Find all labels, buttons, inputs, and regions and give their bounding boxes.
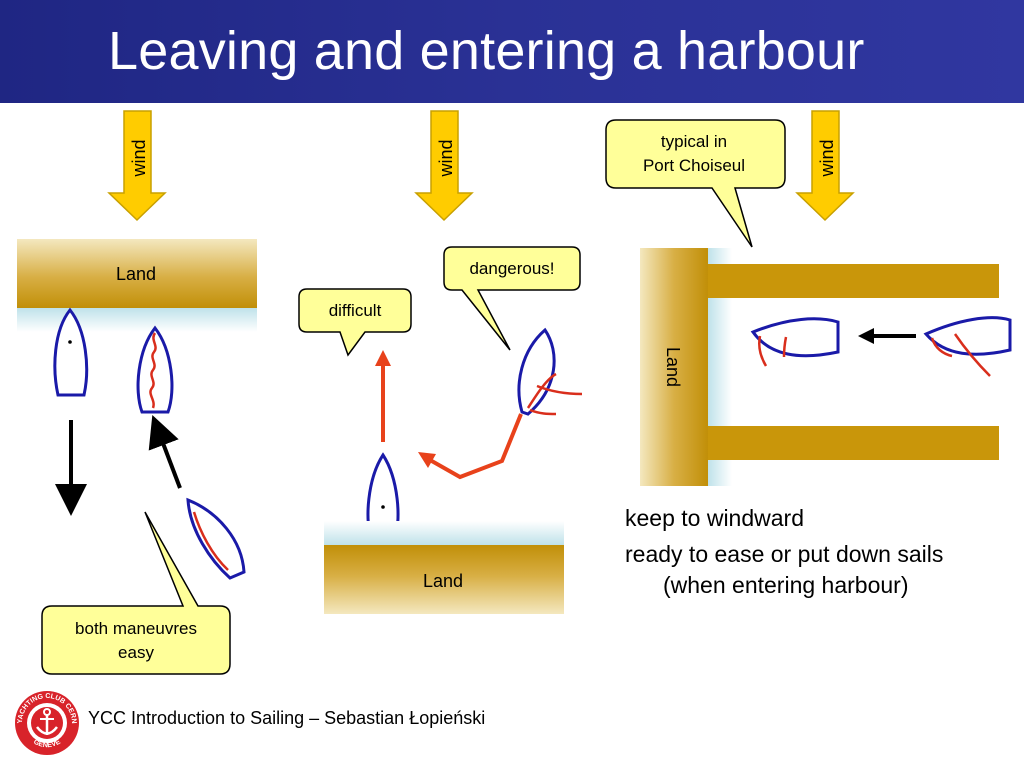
note-ready-to-ease: ready to ease or put down sails [625, 541, 944, 567]
ycc-logo: YACHTING CLUB CERN GENEVE [15, 691, 79, 755]
path-difficult [375, 350, 391, 442]
callout-dangerous-text: dangerous! [469, 259, 554, 278]
boat-harbour-entering [923, 316, 1012, 377]
wind-arrow-right: wind [795, 110, 855, 222]
slide-title: Leaving and entering a harbour [108, 21, 865, 81]
arrow-harbour-entering [858, 328, 916, 344]
wind-arrow-left: wind [107, 110, 167, 222]
land-strip-middle: Land [324, 521, 564, 614]
callout-difficult-text: difficult [329, 301, 382, 320]
callout-both-easy: both maneuvres easy [41, 511, 231, 675]
land-label: Land [423, 571, 463, 591]
callout-both-line2: easy [118, 643, 154, 662]
note-when-entering: (when entering harbour) [663, 572, 909, 598]
callout-typical-line1: typical in [661, 132, 727, 151]
note-keep-windward: keep to windward [625, 505, 804, 531]
land-strip-left: Land [17, 239, 257, 332]
boat-left-approaching [186, 497, 246, 580]
callout-both-line1: both maneuvres [75, 619, 197, 638]
wind-label: wind [436, 139, 456, 177]
land-label: Land [663, 347, 683, 387]
boat-left-entering [136, 325, 174, 414]
callout-typical-line2: Port Choiseul [643, 156, 745, 175]
boat-left-leaving [53, 307, 89, 397]
wind-arrow-middle: wind [414, 110, 474, 222]
svg-text:GENEVE: GENEVE [32, 738, 62, 749]
wind-label: wind [817, 139, 837, 177]
boat-harbour-inside [750, 317, 840, 367]
title-bar: Leaving and entering a harbour [0, 0, 1024, 103]
callout-typical: typical in Port Choiseul [605, 119, 786, 248]
footer-credit: YCC Introduction to Sailing – Sebastian … [88, 708, 486, 728]
land-label: Land [116, 264, 156, 284]
callout-difficult: difficult [298, 288, 412, 357]
wind-label: wind [129, 139, 149, 177]
callout-dangerous: dangerous! [443, 246, 581, 351]
path-dangerous [418, 413, 523, 480]
boat-middle-dangerous [517, 327, 583, 416]
harbour-land: Land [640, 248, 999, 486]
arrow-entering [148, 415, 182, 489]
